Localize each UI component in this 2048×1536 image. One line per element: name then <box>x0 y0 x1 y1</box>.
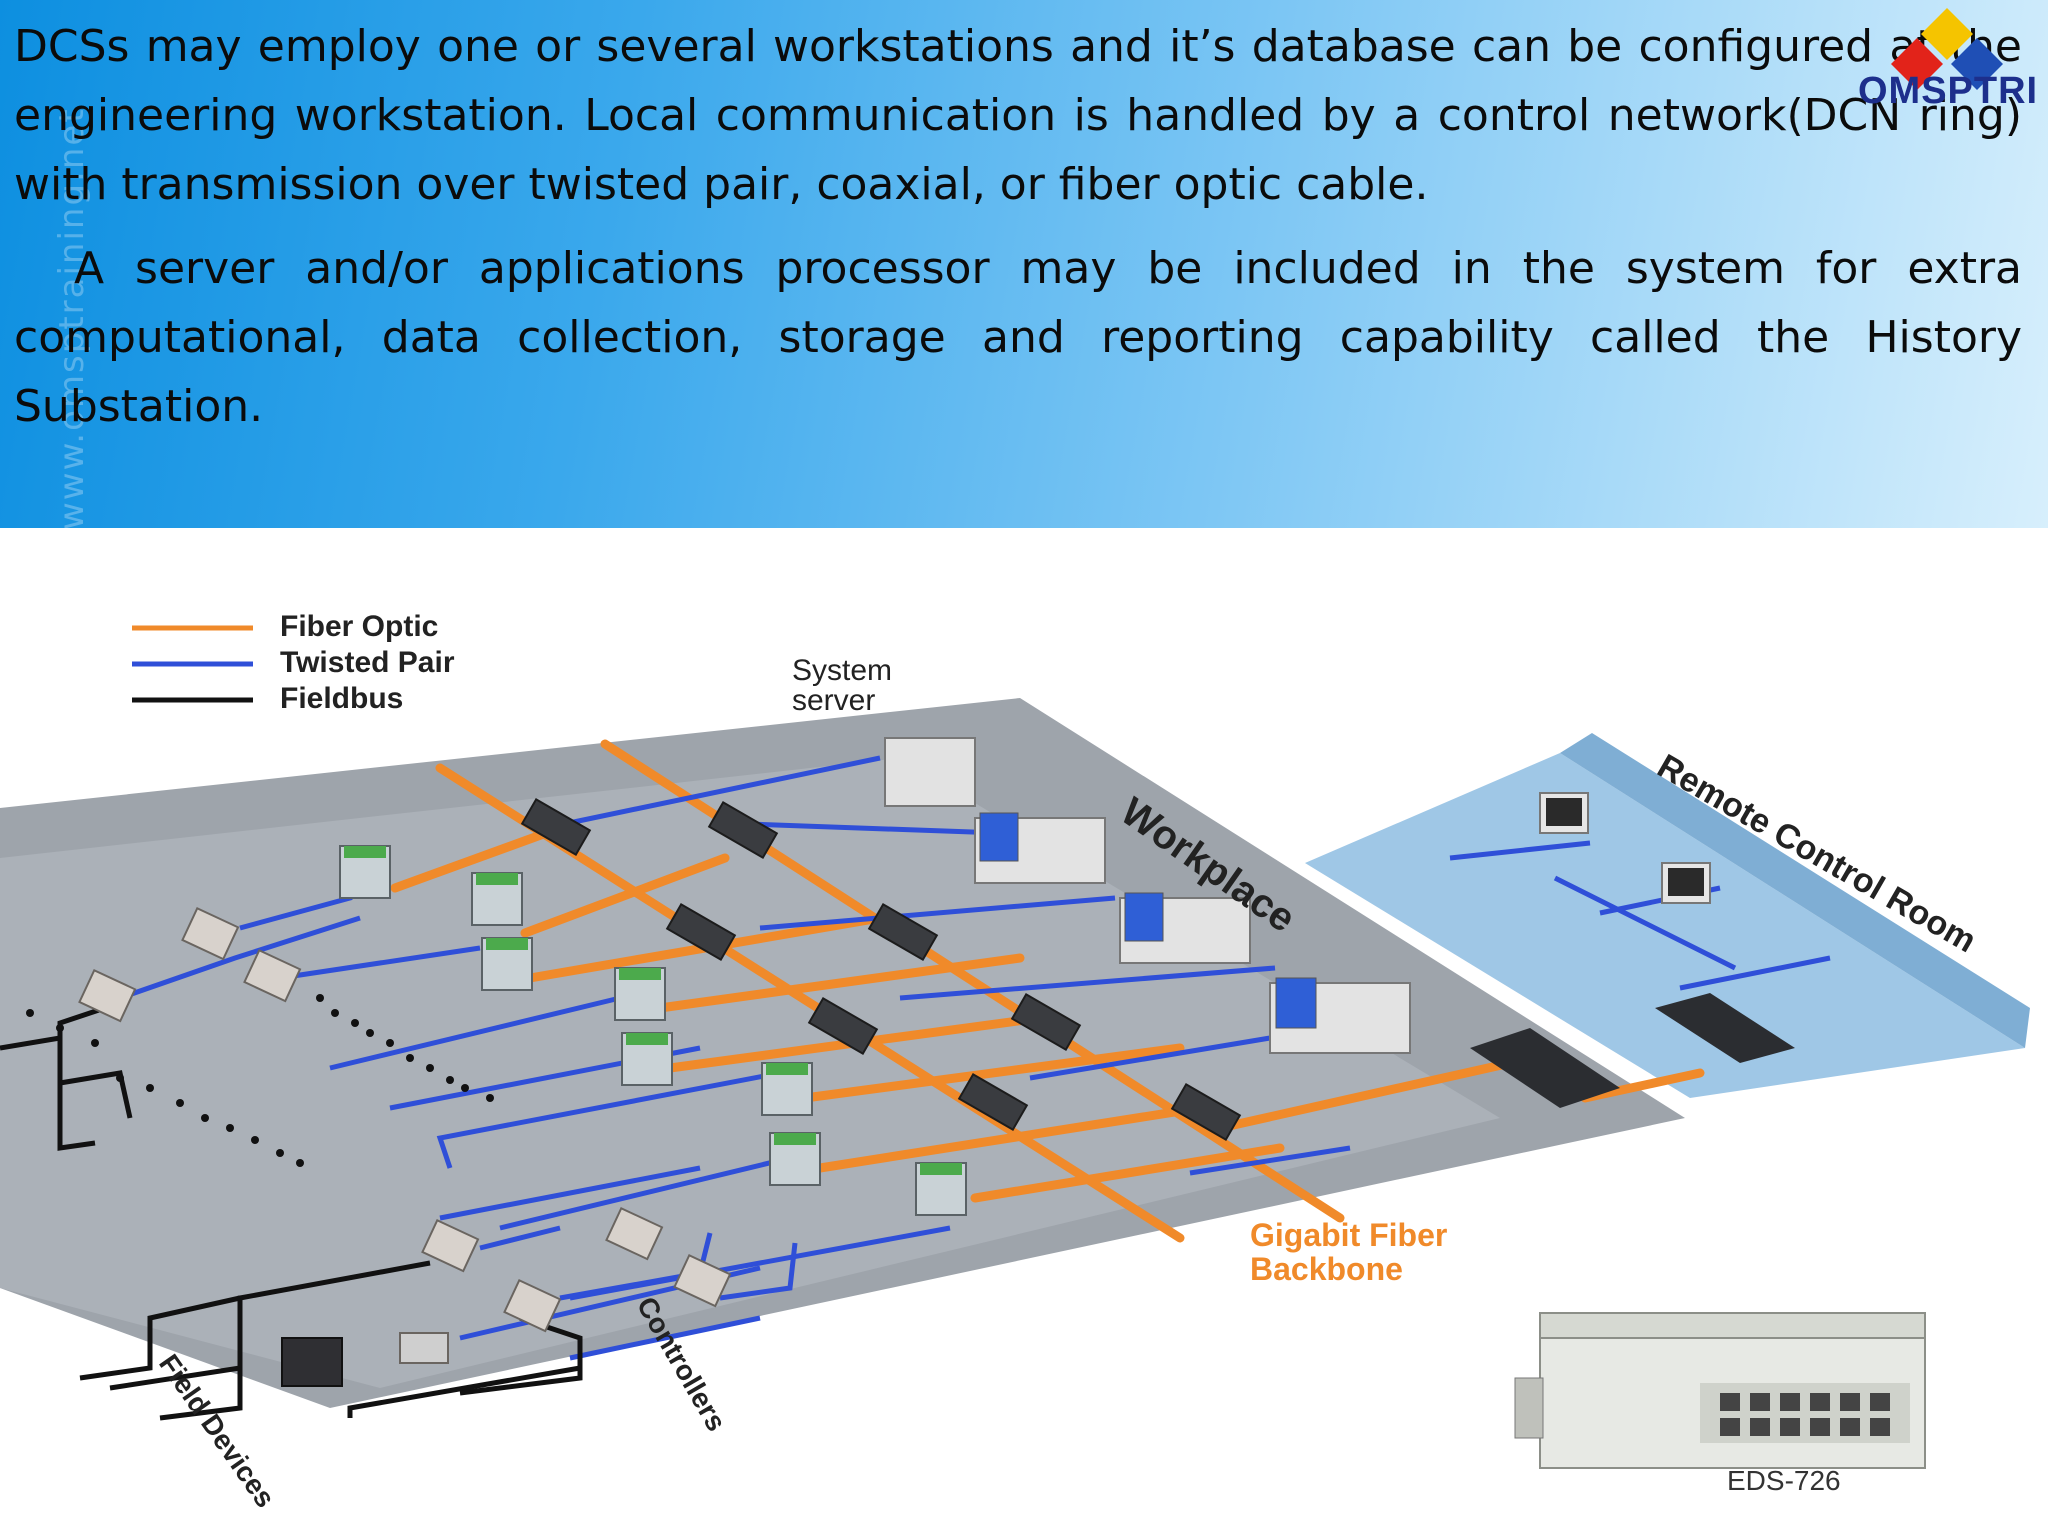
backbone-switches <box>520 798 1242 1141</box>
field-devices <box>78 906 732 1387</box>
remote-room-devices <box>1470 792 1795 1108</box>
legend-twisted-label: Twisted Pair <box>280 646 455 679</box>
paragraph-2: A server and/or applications processor m… <box>14 243 2022 432</box>
legend: Fiber Optic Twisted Pair Fieldbus <box>132 610 455 715</box>
backbone-label-2: Backbone <box>1250 1251 1403 1287</box>
remote-room-platform <box>1305 753 2025 1098</box>
system-server-label-1: System <box>792 654 892 687</box>
logo-text: OMSPTRI <box>1858 70 2039 112</box>
header-banner: www.omsptraining.net DCSs may employ one… <box>0 0 2048 530</box>
fieldbus-lines <box>0 1005 583 1421</box>
workplace-workstations <box>884 737 1411 1054</box>
backbone-label-1: Gigabit Fiber <box>1250 1217 1447 1253</box>
product-label: EDS-726 <box>1727 1465 1841 1496</box>
dcs-network-diagram: Fiber Optic Twisted Pair Fieldbus System… <box>0 610 2030 1513</box>
paragraph-1: DCSs may employ one or several workstati… <box>14 21 2022 210</box>
system-server-label-2: server <box>792 684 875 717</box>
legend-fiber-label: Fiber Optic <box>280 610 438 643</box>
omsptri-logo-icon <box>1891 8 2003 90</box>
legend-fieldbus-label: Fieldbus <box>280 682 403 715</box>
dotted-rows <box>26 994 494 1167</box>
controller-modules <box>339 845 967 1216</box>
twisted-pair-lines <box>119 755 1831 1361</box>
eds-726-switch <box>1514 1312 1926 1469</box>
